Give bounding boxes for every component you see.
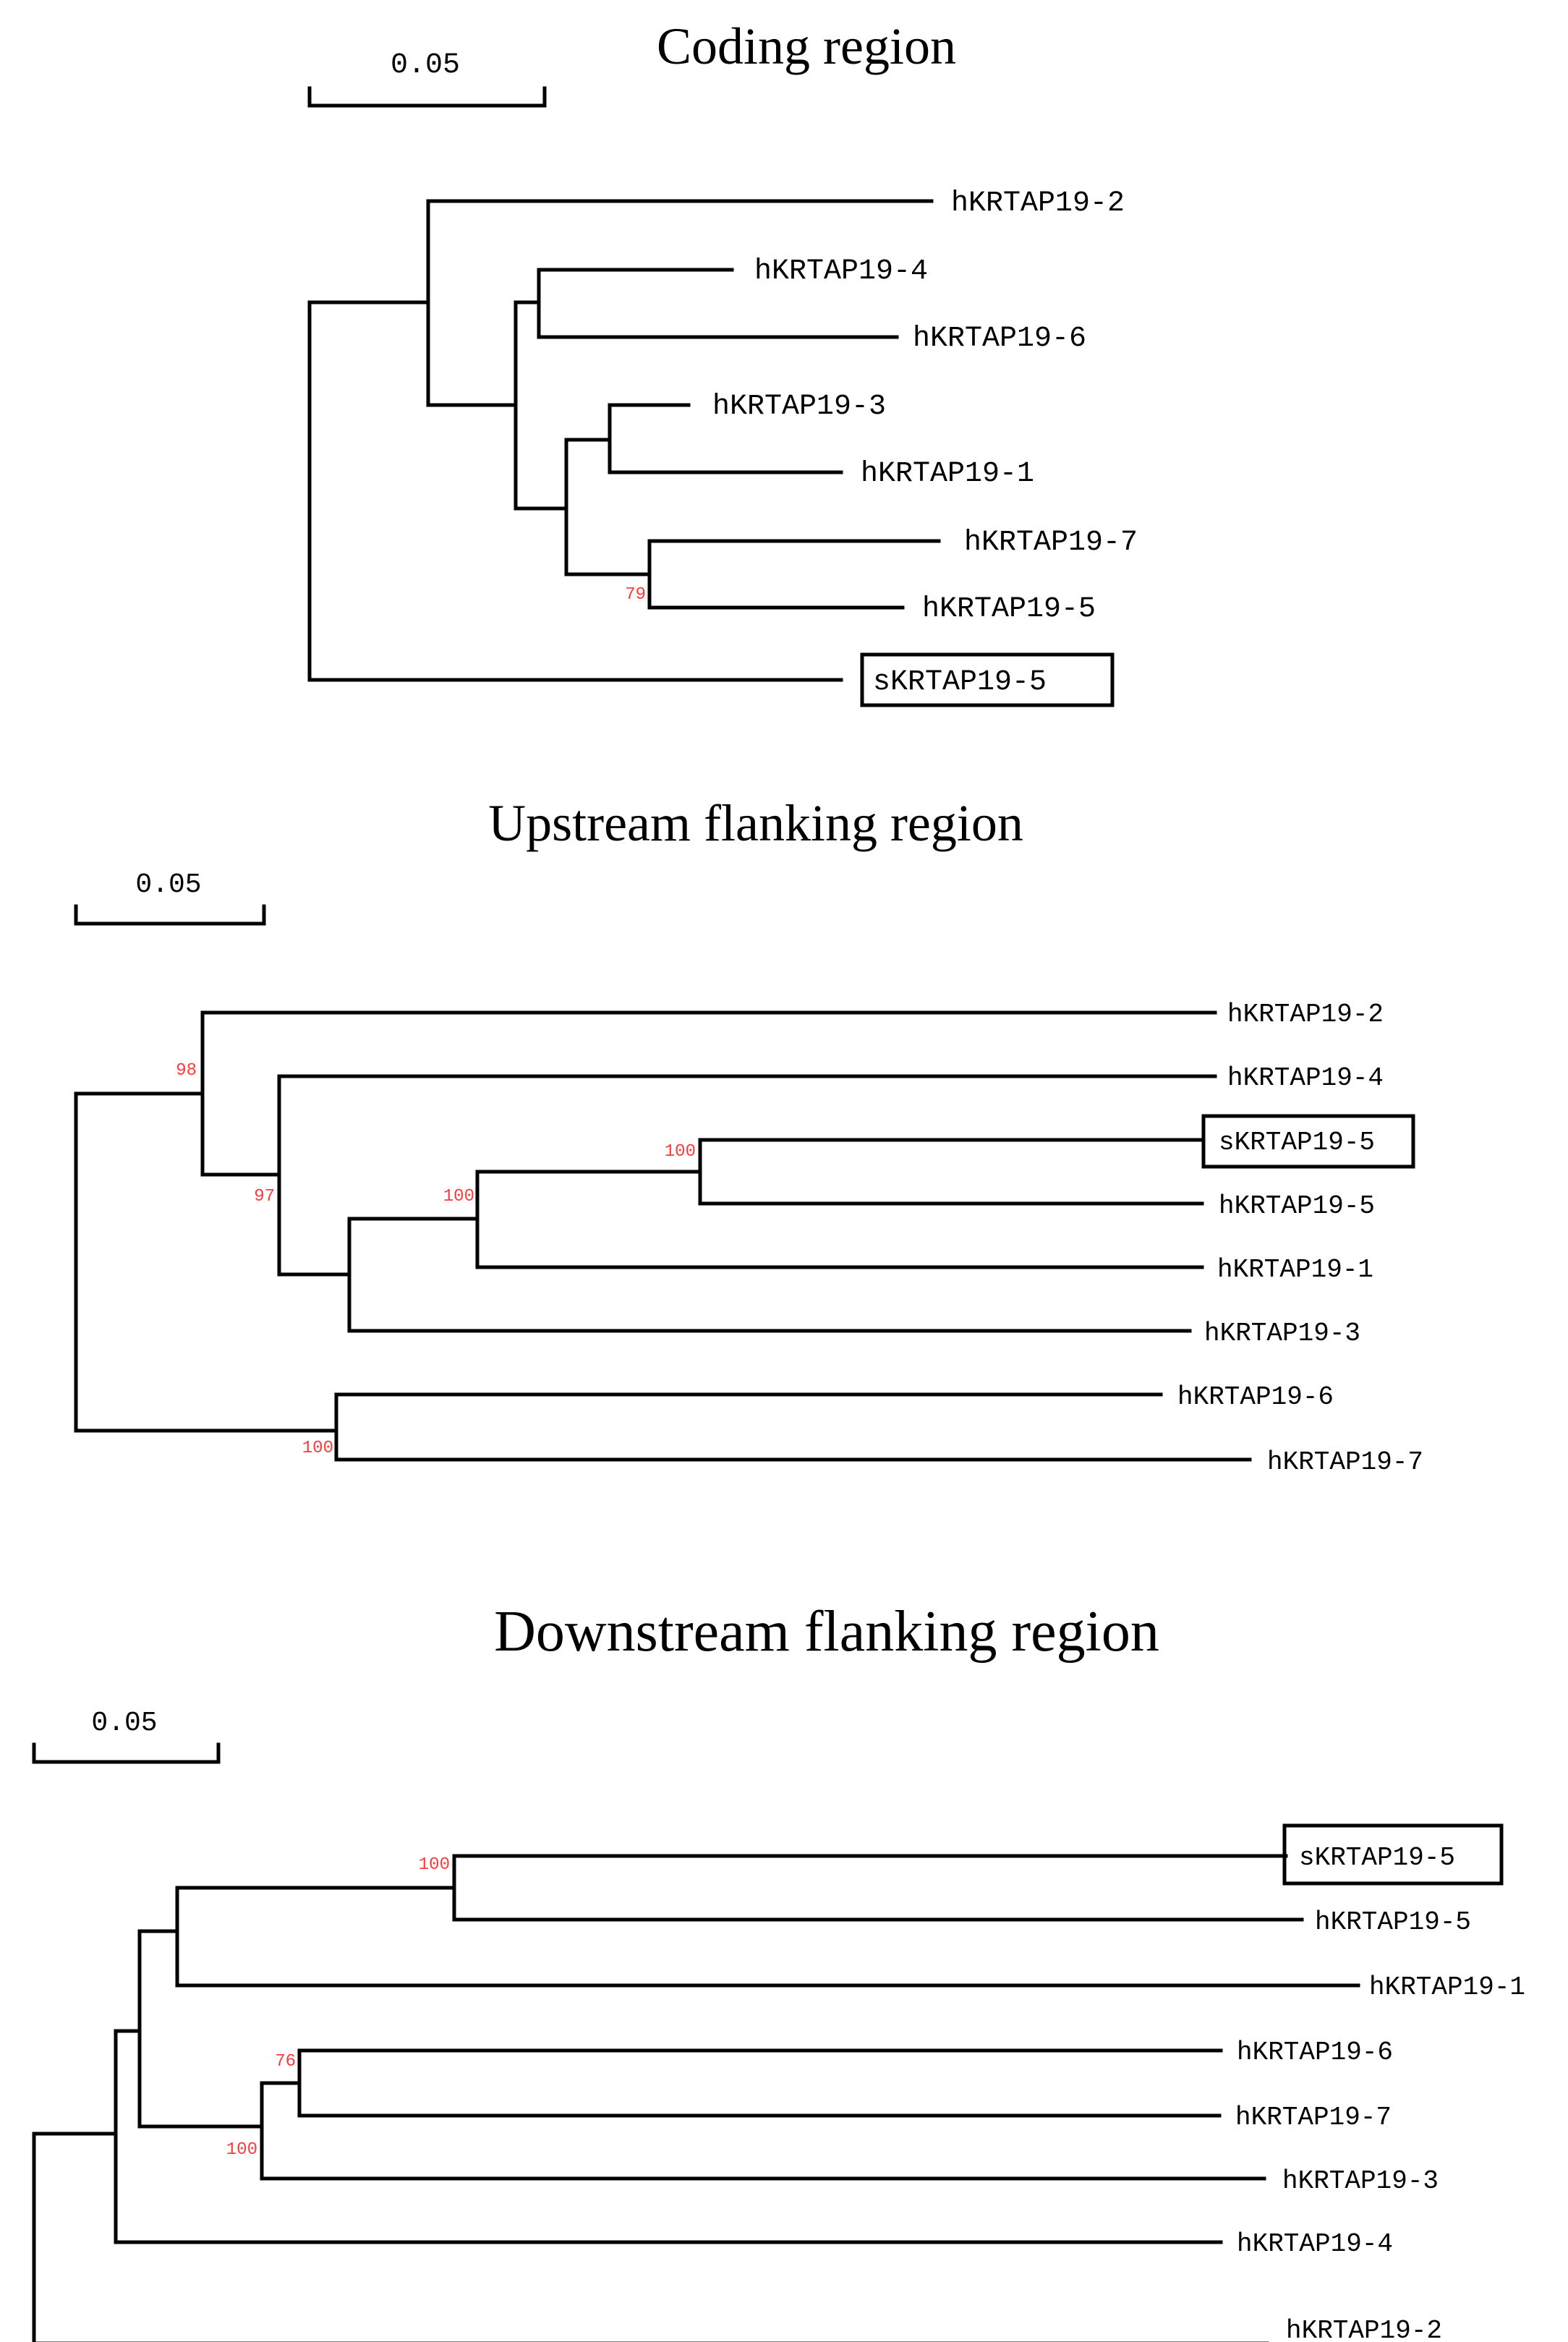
leaf-label: hKRTAP19-2 xyxy=(1286,2316,1442,2342)
leaf-label: sKRTAP19-5 xyxy=(1219,1128,1375,1157)
tree-branches xyxy=(307,199,941,682)
panel-title: Downstream flanking region xyxy=(494,1600,1159,1664)
leaf-label: hKRTAP19-2 xyxy=(951,187,1125,220)
bootstrap-value: 100 xyxy=(443,1187,474,1206)
leaf-label: hKRTAP19-1 xyxy=(861,458,1034,490)
leaf-label: hKRTAP19-5 xyxy=(922,593,1096,626)
bootstrap-value: 100 xyxy=(665,1142,696,1162)
leaf-label: hKRTAP19-3 xyxy=(1282,2166,1439,2196)
bootstrap-value: 100 xyxy=(226,2140,257,2160)
tree-panel-upstream: Upstream flanking region 0.05 xyxy=(74,794,1423,1477)
leaf-label: sKRTAP19-5 xyxy=(1299,1843,1455,1873)
tree-branches xyxy=(32,1854,1360,2342)
bootstrap-value: 100 xyxy=(419,1855,450,1875)
leaf-label: hKRTAP19-4 xyxy=(754,255,928,288)
leaf-label: hKRTAP19-7 xyxy=(964,527,1138,559)
bootstrap-value: 97 xyxy=(254,1187,275,1206)
leaf-label: hKRTAP19-7 xyxy=(1235,2103,1392,2132)
scale-bar-label: 0.05 xyxy=(91,1708,157,1739)
leaf-labels: hKRTAP19-2 hKRTAP19-4 hKRTAP19-6 hKRTAP1… xyxy=(712,187,1138,707)
bootstrap-value: 98 xyxy=(176,1061,197,1081)
scale-bar: 0.05 xyxy=(74,869,266,926)
bootstrap-value: 79 xyxy=(625,585,646,605)
leaf-label: hKRTAP19-4 xyxy=(1227,1063,1384,1093)
scale-bar-line xyxy=(32,1742,221,1764)
scale-bar-line xyxy=(74,904,266,926)
highlight-box xyxy=(860,652,1115,707)
leaf-label: hKRTAP19-5 xyxy=(1315,1907,1471,1937)
leaf-label: hKRTAP19-6 xyxy=(1237,2037,1393,2067)
leaf-labels: hKRTAP19-2 hKRTAP19-4 sKRTAP19-5 hKRTAP1… xyxy=(1177,1000,1423,1477)
leaf-label: hKRTAP19-2 xyxy=(1227,1000,1384,1029)
scale-bar: 0.05 xyxy=(307,49,547,108)
scale-bar-label: 0.05 xyxy=(135,869,201,900)
leaf-label: hKRTAP19-6 xyxy=(913,323,1086,355)
leaf-label: hKRTAP19-7 xyxy=(1267,1447,1423,1477)
bootstrap-value: 100 xyxy=(302,1439,333,1458)
panel-title: Upstream flanking region xyxy=(488,794,1023,852)
leaf-label: hKRTAP19-1 xyxy=(1369,1972,1525,2002)
leaf-label: hKRTAP19-6 xyxy=(1177,1382,1334,1412)
highlight-box xyxy=(1201,1114,1415,1169)
leaf-label: hKRTAP19-4 xyxy=(1237,2229,1393,2259)
leaf-label: sKRTAP19-5 xyxy=(873,666,1047,699)
tree-panel-downstream: Downstream flanking region 0.05 xyxy=(32,1600,1525,2342)
bootstrap-value: 76 xyxy=(275,2052,296,2071)
leaf-label: hKRTAP19-5 xyxy=(1219,1191,1375,1221)
leaf-label: hKRTAP19-3 xyxy=(1204,1319,1360,1348)
panel-title: Coding region xyxy=(657,17,956,75)
leaf-label: hKRTAP19-3 xyxy=(712,391,886,423)
highlight-box xyxy=(1282,1823,1504,1886)
scale-bar-line xyxy=(307,86,547,108)
leaf-labels: sKRTAP19-5 hKRTAP19-5 hKRTAP19-1 hKRTAP1… xyxy=(1235,1823,1525,2342)
tree-panel-coding: Coding region 0.05 xyxy=(307,17,1138,707)
leaf-label: hKRTAP19-1 xyxy=(1217,1255,1373,1285)
scale-bar-label: 0.05 xyxy=(391,49,460,82)
tree-branches xyxy=(74,1010,1252,1462)
scale-bar: 0.05 xyxy=(32,1708,221,1764)
